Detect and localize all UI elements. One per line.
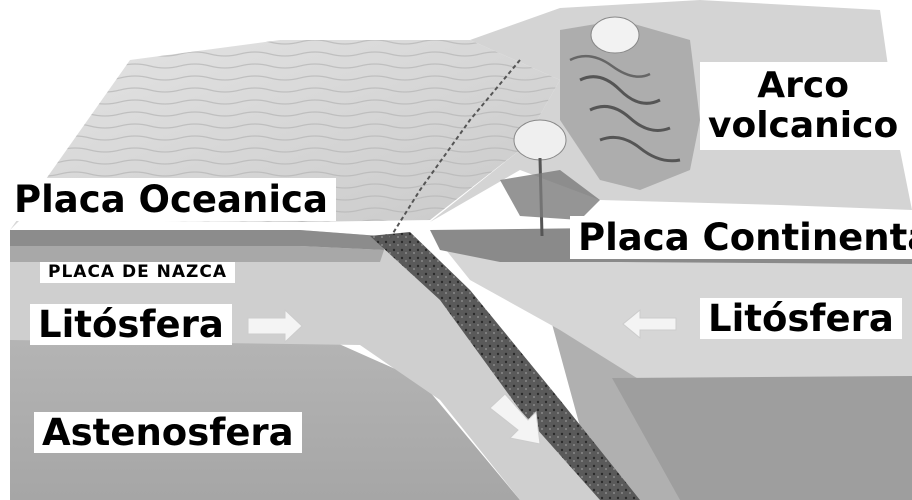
label-placa-oceanica: Placa Oceanica (6, 178, 336, 221)
label-arco-volcanico: Arco volcanico (700, 62, 906, 150)
label-astenosfera: Astenosfera (34, 412, 302, 453)
label-arco-line2: volcanico (708, 106, 898, 146)
label-litosfera-left: Litósfera (30, 304, 232, 345)
label-litosfera-right: Litósfera (700, 298, 902, 339)
label-arco-line1: Arco (708, 66, 898, 106)
label-placa-nazca: PLACA DE NAZCA (40, 262, 235, 283)
label-placa-continental: Placa Continental (570, 216, 912, 259)
